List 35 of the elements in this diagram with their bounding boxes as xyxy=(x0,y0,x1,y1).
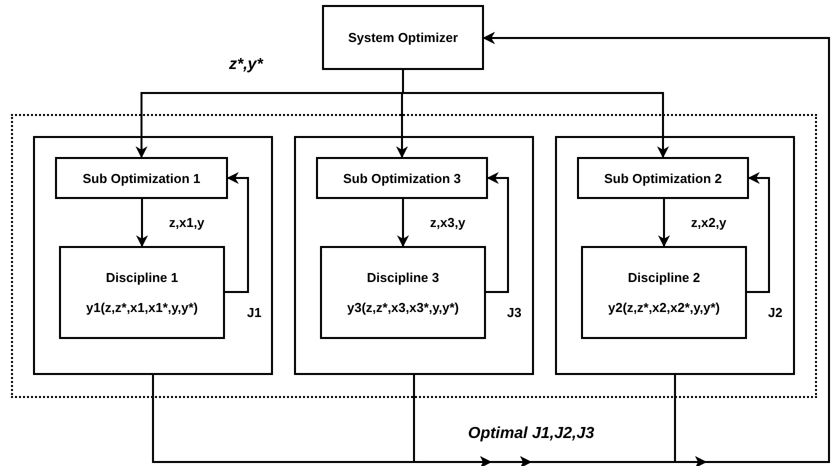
box-title: Sub Optimization 2 xyxy=(604,170,722,186)
process-box xyxy=(316,157,488,199)
process-box xyxy=(322,5,484,70)
arrow xyxy=(658,199,670,248)
box-title: Sub Optimization 3 xyxy=(343,170,461,186)
arrow xyxy=(397,199,409,248)
box-title: Discipline 1 xyxy=(106,270,178,285)
box-title: Sub Optimization 1 xyxy=(82,170,200,186)
arrow xyxy=(482,32,830,463)
arrow xyxy=(747,172,770,293)
edge-label: J3 xyxy=(506,305,522,320)
discipline-box xyxy=(320,246,486,339)
process-box xyxy=(55,157,228,199)
arrow xyxy=(225,172,249,293)
edge-label: z,x2,y xyxy=(690,214,728,230)
edge-label: J1 xyxy=(246,305,262,320)
box-title: Discipline 3 xyxy=(366,270,440,285)
arrow xyxy=(136,199,148,248)
variable-label: z*,y* xyxy=(229,56,263,74)
edge-label: J2 xyxy=(767,305,784,320)
discipline-box xyxy=(59,246,225,339)
panel-box xyxy=(294,136,534,375)
panel-box xyxy=(33,136,273,375)
formula-text: y1(z,z*,x1,x1*,y,y*) xyxy=(86,300,198,315)
variable-label: Optimal J1,J2,J3 xyxy=(468,425,594,443)
box-title: Discipline 2 xyxy=(628,270,700,285)
arrow xyxy=(402,70,669,158)
formula-text: y3(z,z*,x3,x3*,y,y*) xyxy=(347,300,459,315)
panel-box xyxy=(555,136,795,375)
box-title: System Optimizer xyxy=(348,30,458,45)
arrow xyxy=(486,172,509,293)
discipline-box xyxy=(581,246,747,339)
edge-label: z,x3,y xyxy=(429,214,466,230)
formula-text: y2(z,z*,x2,x2*,y,y*) xyxy=(608,300,720,315)
process-box xyxy=(577,157,749,199)
